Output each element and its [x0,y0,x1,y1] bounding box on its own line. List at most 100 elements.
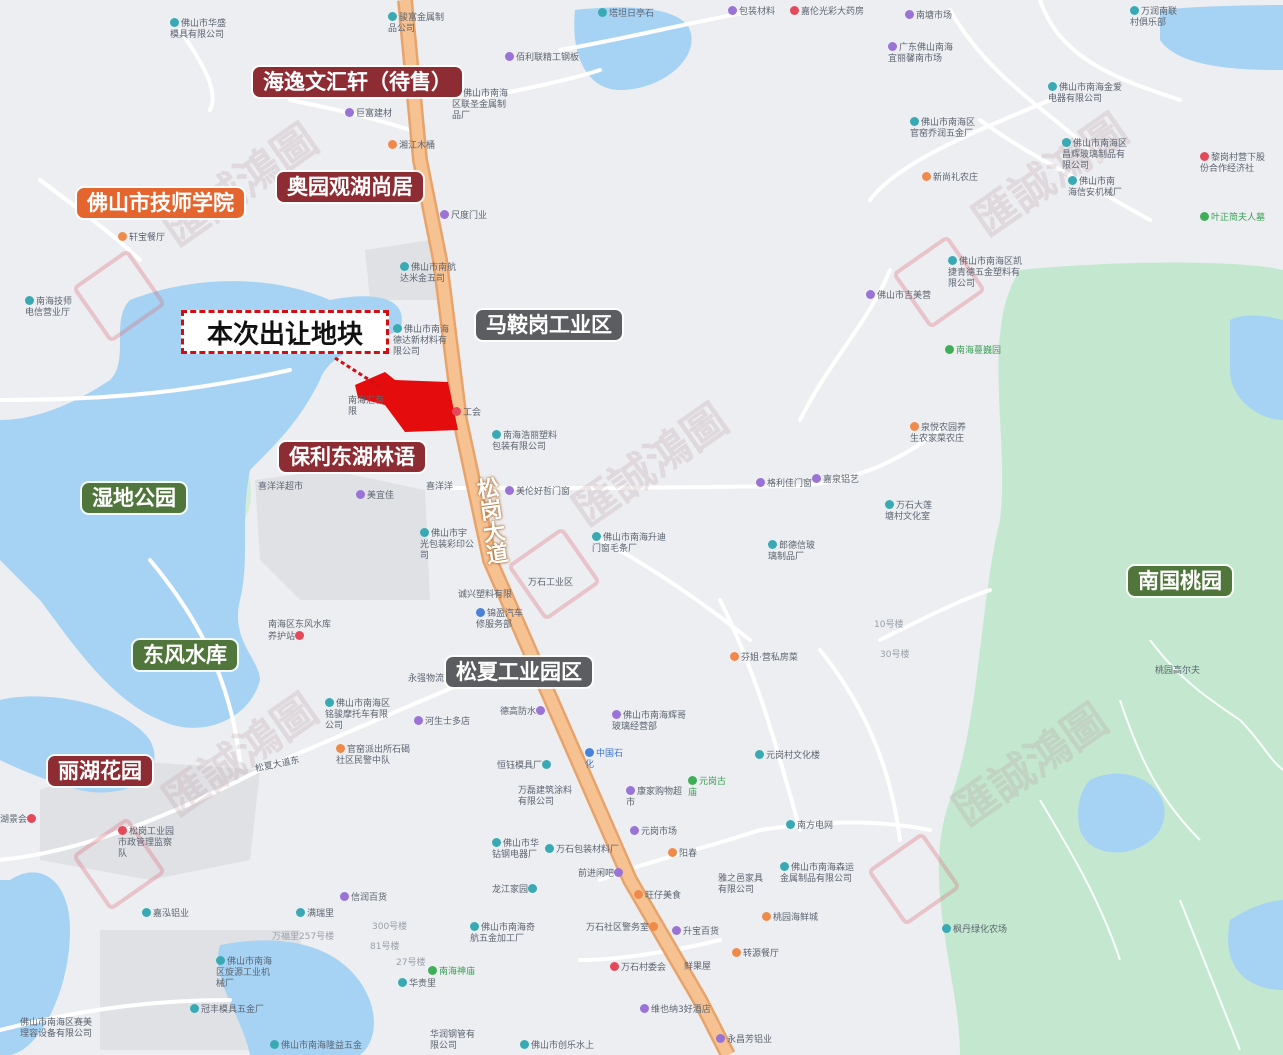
poi-label[interactable]: 信润百货 [340,892,387,904]
poi-label[interactable]: 佛山市南航达米金五司 [400,262,457,284]
poi-label[interactable]: 嘉伦光彩大药房 [790,6,864,18]
poi-label[interactable]: 中国石化 [585,748,624,770]
poi-label[interactable]: 桃园高尔夫 [1155,666,1201,676]
poi-label[interactable]: 南塘市场 [905,10,952,22]
poi-label[interactable]: 佛山市南海德达新材料有限公司 [393,324,450,357]
poi-label[interactable]: 南海蔓巍园 [945,345,1001,357]
poi-label[interactable]: 佛山市南海区赛美理容设备有限公司 [20,1018,93,1039]
poi-label[interactable]: 佛山市创乐水上 [520,1040,594,1052]
poi-label[interactable]: 美伦好哲门窗 [505,486,570,498]
tag-dongfeng-reservoir[interactable]: 东风水库 [133,640,237,670]
tag-maangang-industrial[interactable]: 马鞍岗工业区 [476,310,622,340]
poi-label[interactable]: 桃园海鲜城 [762,912,818,924]
poi-label[interactable]: 美宜佳 [356,490,394,502]
poi-label[interactable]: 枫丹绿化农场 [942,924,1007,936]
poi-label[interactable]: 叶正简夫人墓 [1200,212,1265,224]
poi-label[interactable]: 康家购物超市 [626,786,683,808]
poi-label[interactable]: 万润南联村俱乐部 [1130,6,1178,28]
poi-label[interactable]: 佛山市南海区昌辉玻璃制品有限公司 [1062,138,1128,171]
tag-aoyuan-guanhu[interactable]: 奥园观湖尚居 [277,172,423,202]
poi-label[interactable]: 佛山市南海奇航五金加工厂 [470,922,536,944]
poi-label[interactable]: 佛山市南海隆益五金 [270,1040,362,1052]
poi-label[interactable]: 泉悦农园养生农家菜农庄 [910,422,967,444]
poi-label[interactable]: 黎岗村营下股份合作经济社 [1200,152,1266,174]
poi-label[interactable]: 工会 [452,407,481,419]
poi-label[interactable]: 锦盈汽车修服务部 [476,608,524,630]
poi-label[interactable]: 万石包装材料厂 [545,844,619,856]
poi-label[interactable]: 佛山市南海金爱电器有限公司 [1048,82,1123,104]
poi-label[interactable]: 维也纳3好酒店 [640,1004,711,1016]
poi-label[interactable]: 鲜果屋 [684,962,712,972]
poi-label[interactable]: 雅之邑家具有限公司 [718,874,764,895]
poi-label[interactable]: 骏富金属制品公司 [388,12,445,34]
poi-label[interactable]: 万石社区警务室 [586,922,660,934]
tag-lihu-garden[interactable]: 丽湖花园 [48,756,152,786]
poi-label[interactable]: 佛山市南海森运金属制品有限公司 [780,862,855,884]
poi-label[interactable]: 佛山市南海区官窑乔润五金厂 [910,117,976,139]
poi-label[interactable]: 嘉泉铝艺 [812,474,859,486]
poi-label[interactable]: 转源餐厅 [732,948,779,960]
parcel-callout[interactable]: 本次出让地块 [181,310,389,354]
poi-label[interactable]: 元岗古庙 [688,776,727,798]
tag-nanguo-taoyuan[interactable]: 南国桃园 [1128,566,1232,596]
poi-label[interactable]: 万石大莲塘村文化室 [885,500,933,522]
poi-label[interactable]: 南方电网 [786,820,833,832]
poi-label[interactable]: 佛山市南海区凯捷青德五金塑料有限公司 [948,256,1023,289]
poi-label[interactable]: 广东佛山南海宜丽馨南市场 [888,42,954,64]
poi-label[interactable]: 佰利联精工钢板 [505,52,579,64]
poi-label[interactable]: 阳春 [668,848,697,860]
poi-label[interactable]: 佛山市华钻钢电器厂 [492,838,540,860]
poi-label[interactable]: 湘江木桶 [388,140,435,152]
poi-label[interactable]: 冠丰模具五金厂 [190,1004,264,1016]
poi-label[interactable]: 佛山市南海区联圣金属制品厂 [452,88,509,121]
poi-label[interactable]: 佛山市南海区铭骏摩托车有限公司 [325,698,391,731]
poi-label[interactable]: 芬姐·营私房菜 [730,652,798,664]
poi-label[interactable]: 包装材料 [728,6,775,18]
poi-label[interactable]: 喜洋洋超市 [258,482,304,492]
poi-label[interactable]: 旺仔美食 [634,890,681,902]
poi-label[interactable]: 南海汇有限 [348,396,385,417]
poi-label[interactable]: 诚兴塑料有限 [458,590,513,600]
poi-label[interactable]: 佛山市华盛模具有限公司 [170,18,227,40]
poi-label[interactable]: 德高防水 [500,706,547,718]
poi-label[interactable]: 格利佳门窗 [756,478,812,490]
tag-haiyi-wenhuixuan[interactable]: 海逸文汇轩（待售） [253,67,462,97]
poi-label[interactable]: 南海区东风水库养护站 [268,620,332,642]
poi-label[interactable]: 尺度门业 [440,210,487,222]
poi-label[interactable]: 元岗市场 [630,826,677,838]
poi-label[interactable]: 松岗工业园市政管理监察队 [118,826,175,859]
poi-label[interactable]: 万磊建筑涂料有限公司 [518,786,573,807]
poi-label[interactable]: 新尚礼农庄 [922,172,978,184]
poi-label[interactable]: 佛山市南海区旋源工业机械厂 [216,956,273,989]
poi-label[interactable]: 南海浩丽塑料包装有限公司 [492,430,558,452]
poi-label[interactable]: 南海技师电信营业厅 [25,296,73,318]
poi-label[interactable]: 喜洋洋 [426,482,454,492]
poi-label[interactable]: 轩宝餐厅 [118,232,165,244]
poi-label[interactable]: 官窑派出所石碣社区民警中队 [336,744,411,766]
tag-songxia-industrial[interactable]: 松夏工业园区 [446,657,592,687]
poi-label[interactable]: 郎德信玻璃制品厂 [768,540,816,562]
poi-label[interactable]: 佛山市南海辉哥玻璃经营部 [612,710,687,732]
poi-label[interactable]: 元岗村文化楼 [755,750,820,762]
poi-label[interactable]: 湖景会 [0,814,38,826]
poi-label[interactable]: 升宝百货 [672,926,719,938]
poi-label[interactable]: 佛山市宇光包装彩印公司 [420,528,475,561]
poi-label[interactable]: 前进闲吧 [578,868,625,880]
poi-label[interactable]: 华润钢管有限公司 [430,1030,476,1051]
tag-wetland-park[interactable]: 湿地公园 [82,483,186,513]
poi-label[interactable]: 佛山市吉美营 [866,290,931,302]
poi-label[interactable]: 嘉泓铝业 [142,908,189,920]
poi-label[interactable]: 龙江家园 [492,884,539,896]
poi-label[interactable]: 塔坦日亭石 [598,8,654,20]
poi-label[interactable]: 永强物流 [408,674,445,684]
poi-label[interactable]: 满瑞里 [296,908,334,920]
poi-label[interactable]: 佛山市南海信安机械厂 [1068,176,1123,198]
poi-label[interactable]: 万石村委会 [610,962,666,974]
tag-foshan-technician-college[interactable]: 佛山市技师学院 [77,188,244,218]
poi-label[interactable]: 河生士多店 [414,716,470,728]
poi-label[interactable]: 恒钰模具厂 [497,760,553,772]
poi-label[interactable]: 南海神庙 [428,966,475,978]
poi-label[interactable]: 佛山市南海升迪门窗毛条厂 [592,532,667,554]
poi-label[interactable]: 巨富建材 [345,108,392,120]
